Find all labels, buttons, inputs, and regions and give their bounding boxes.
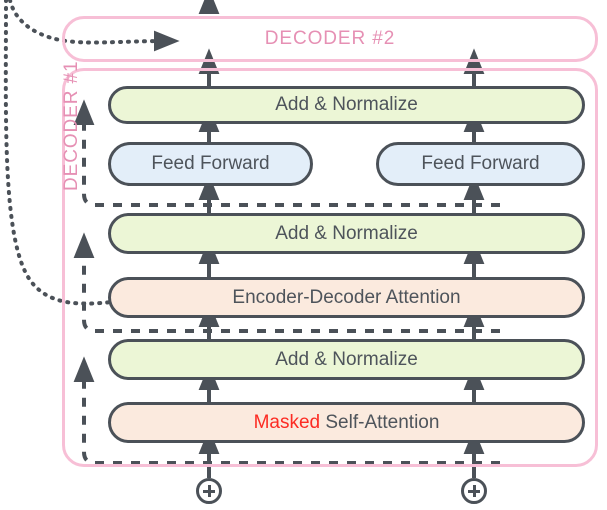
block-label: Add & Normalize [275, 94, 418, 115]
decoder-1-label: DECODER #1 [61, 60, 82, 191]
decoder-2-frame[interactable]: DECODER #2 [62, 16, 598, 62]
block-label: Add & Normalize [275, 222, 418, 244]
block-label: Encoder-Decoder Attention [232, 286, 461, 308]
masked-keyword: Masked [253, 411, 321, 433]
decoder-2-label: DECODER #2 [264, 28, 396, 49]
block-masked-self-attention[interactable]: Masked Self-Attention [108, 402, 585, 443]
positional-encoding-icon-right [461, 478, 487, 504]
block-feed-forward-right[interactable]: Feed Forward [376, 142, 585, 186]
block-add-normalize-top[interactable]: Add & Normalize [108, 86, 585, 124]
block-add-normalize-middle[interactable]: Add & Normalize [108, 213, 585, 254]
decoder-1-frame[interactable]: DECODER #1 [61, 61, 598, 467]
block-label: Feed Forward [421, 153, 540, 174]
self-attention-text: Self-Attention [320, 411, 440, 433]
block-label: Add & Normalize [275, 348, 418, 370]
block-label: Masked Self-Attention [254, 412, 440, 434]
block-encoder-decoder-attention[interactable]: Encoder-Decoder Attention [108, 277, 585, 318]
block-add-normalize-bottom[interactable]: Add & Normalize [108, 339, 585, 380]
block-feed-forward-left[interactable]: Feed Forward [108, 142, 313, 186]
positional-encoding-icon-left [196, 478, 222, 504]
block-label: Feed Forward [151, 153, 270, 174]
